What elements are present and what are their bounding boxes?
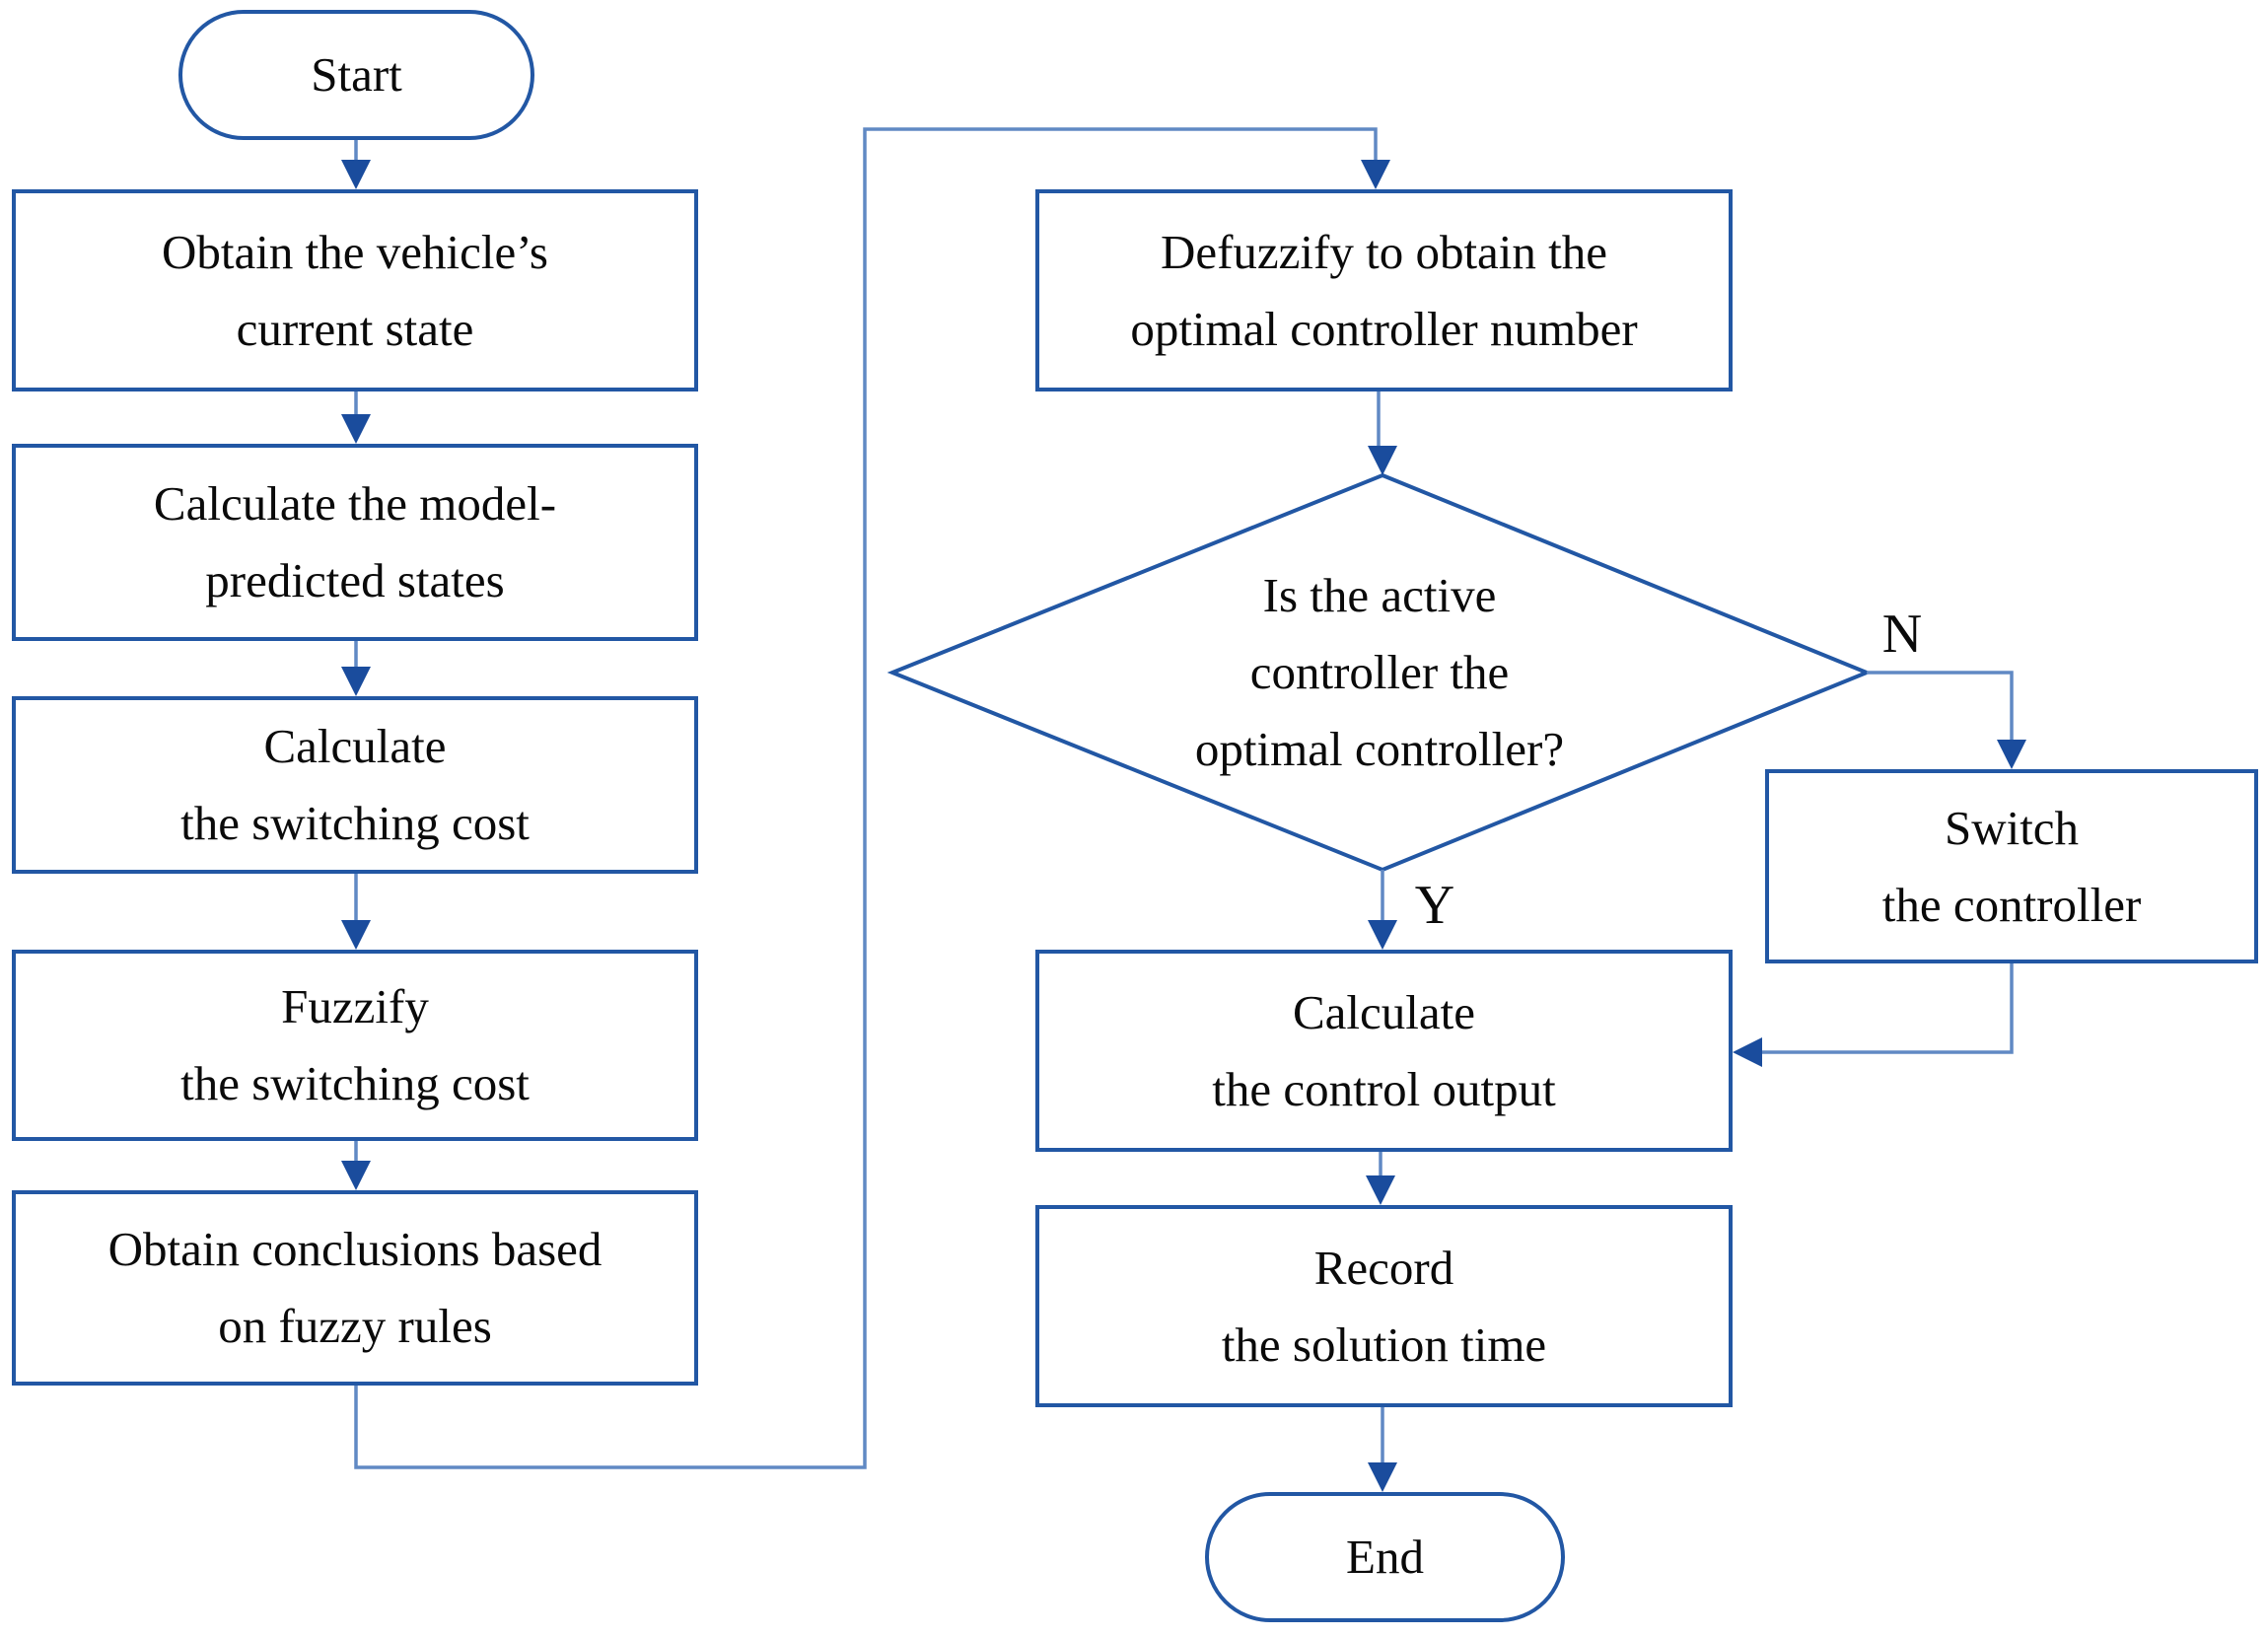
arrowhead-fuzzify-to-rules bbox=[341, 1161, 371, 1190]
arrowhead-loop-to-defuzzify bbox=[1361, 160, 1390, 189]
arrowhead-model-to-cost bbox=[341, 667, 371, 696]
arrowhead-decision-yes-to-output bbox=[1368, 920, 1397, 950]
node-record-time-line2: the solution time bbox=[1221, 1317, 1547, 1372]
connector-rules-to-defuzzify-loop bbox=[354, 127, 1378, 1469]
arrowhead-output-to-record bbox=[1366, 1175, 1395, 1205]
connector-switch-to-output bbox=[1759, 963, 2014, 1054]
branch-label-no: N bbox=[1881, 604, 1923, 665]
node-decision-line3: optimal controller? bbox=[1194, 722, 1565, 776]
arrowhead-decision-no-to-switch bbox=[1997, 740, 2026, 769]
arrowhead-obtain-to-model bbox=[341, 414, 371, 444]
arrowhead-switch-to-output bbox=[1733, 1037, 1762, 1067]
arrowhead-cost-to-fuzzify bbox=[341, 920, 371, 950]
node-fuzzify-cost-line1: Fuzzify bbox=[281, 979, 429, 1033]
node-record-time-line1: Record bbox=[1313, 1240, 1454, 1295]
node-fuzzy-rules-line2: on fuzzy rules bbox=[218, 1299, 492, 1353]
node-fuzzy-rules-line1: Obtain conclusions based bbox=[107, 1222, 602, 1276]
node-obtain-state-line1: Obtain the vehicle’s bbox=[162, 224, 548, 279]
node-obtain-state-line2: current state bbox=[236, 301, 474, 356]
node-defuzzify: Defuzzify to obtain the optimal controll… bbox=[1035, 189, 1733, 391]
node-end-label: End bbox=[1346, 1530, 1424, 1584]
node-calc-switch-cost-line1: Calculate bbox=[263, 719, 447, 773]
node-switch-controller-line2: the controller bbox=[1881, 877, 2142, 932]
node-defuzzify-line2: optimal controller number bbox=[1130, 301, 1638, 356]
node-end: End bbox=[1205, 1492, 1565, 1622]
node-decision: Is the active controller the optimal con… bbox=[892, 475, 1867, 870]
node-decision-line2: controller the bbox=[1249, 645, 1510, 699]
node-model-states-line2: predicted states bbox=[205, 553, 505, 607]
connector-decision-no-to-switch bbox=[1867, 671, 2014, 743]
node-record-time: Record the solution time bbox=[1035, 1205, 1733, 1407]
node-fuzzy-rules: Obtain conclusions based on fuzzy rules bbox=[12, 1190, 698, 1386]
node-start: Start bbox=[178, 10, 534, 140]
branch-label-yes: Y bbox=[1414, 875, 1455, 936]
arrowhead-record-to-end bbox=[1368, 1462, 1397, 1492]
node-start-label: Start bbox=[311, 47, 402, 102]
node-calc-switch-cost: Calculate the switching cost bbox=[12, 696, 698, 874]
node-calc-switch-cost-line2: the switching cost bbox=[180, 796, 530, 850]
node-switch-controller: Switch the controller bbox=[1765, 769, 2258, 963]
node-decision-line1: Is the active bbox=[1262, 568, 1497, 622]
arrowhead-defuzzify-to-decision bbox=[1368, 446, 1397, 475]
node-fuzzify-cost: Fuzzify the switching cost bbox=[12, 950, 698, 1141]
node-control-output-line2: the control output bbox=[1212, 1061, 1556, 1116]
node-control-output-line1: Calculate bbox=[1292, 984, 1476, 1039]
node-defuzzify-line1: Defuzzify to obtain the bbox=[1160, 224, 1608, 279]
node-switch-controller-line1: Switch bbox=[1944, 800, 2080, 855]
node-obtain-state: Obtain the vehicle’s current state bbox=[12, 189, 698, 391]
arrowhead-start-to-obtain bbox=[341, 160, 371, 189]
node-model-states-line1: Calculate the model- bbox=[153, 476, 557, 531]
node-fuzzify-cost-line2: the switching cost bbox=[180, 1056, 530, 1110]
node-control-output: Calculate the control output bbox=[1035, 950, 1733, 1152]
node-model-states: Calculate the model- predicted states bbox=[12, 444, 698, 641]
